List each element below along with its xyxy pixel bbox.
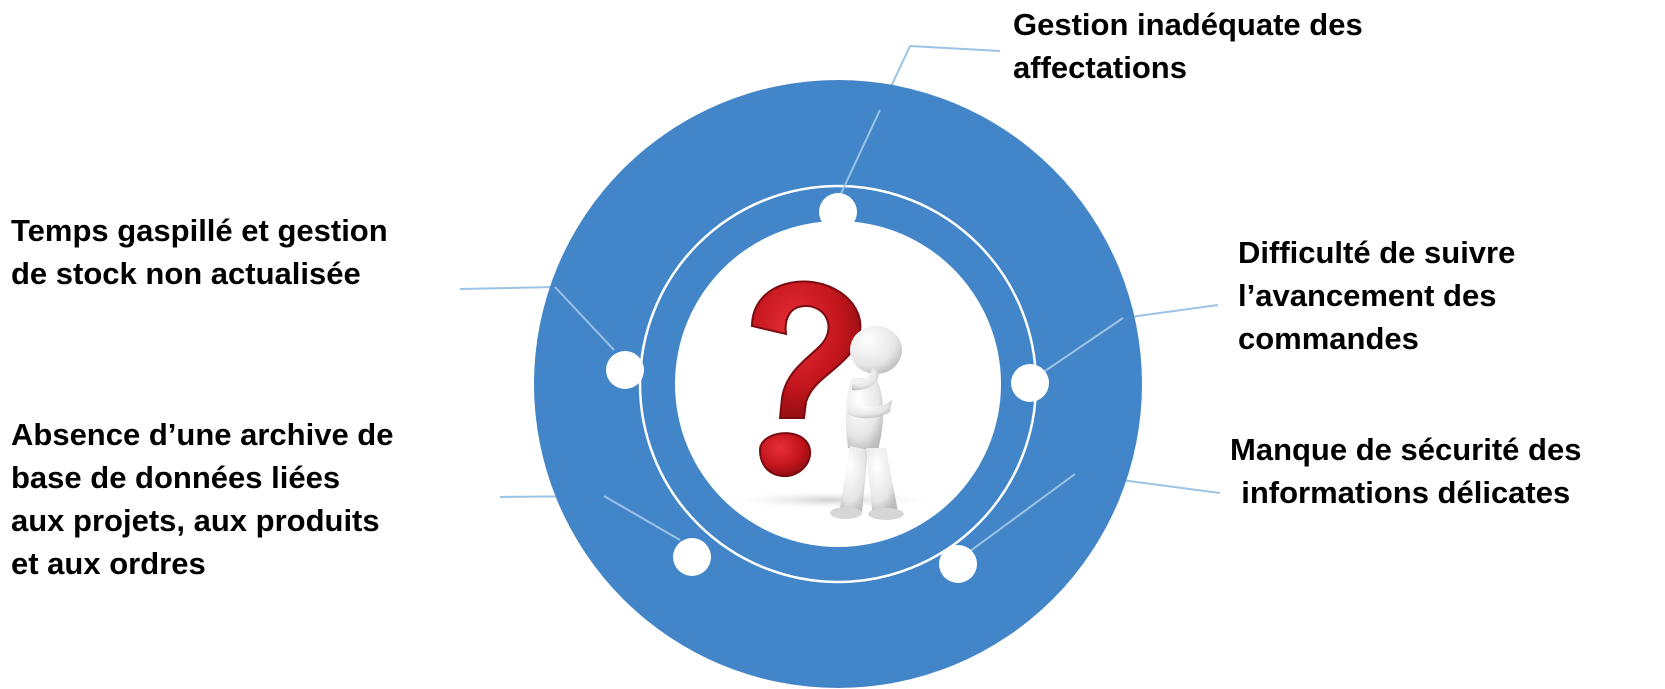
label-suivi-commandes: Difficulté de suivre l’avancement des co… <box>1238 231 1515 360</box>
label-line: Gestion inadéquate des <box>1013 7 1363 42</box>
person-arm-folded <box>848 400 892 419</box>
label-line: Temps gaspillé et gestion <box>11 213 388 248</box>
thinking-person <box>830 326 904 520</box>
person-leg-left <box>840 446 868 512</box>
label-line: commandes <box>1238 321 1419 356</box>
label-line: affectations <box>1013 50 1187 85</box>
question-mark-icon <box>750 280 862 419</box>
orbit-nodes <box>606 193 1049 583</box>
label-line: Manque de sécurité des <box>1230 432 1582 467</box>
question-mark-dot <box>758 432 811 478</box>
label-line: et aux ordres <box>11 546 206 581</box>
person-foot-right <box>868 508 904 520</box>
person-leg-right <box>866 448 898 512</box>
label-affectations: Gestion inadéquate des affectations <box>1013 3 1363 89</box>
person-foot-left <box>830 507 862 519</box>
person-arm <box>852 368 879 391</box>
label-line: Difficulté de suivre <box>1238 235 1516 270</box>
question-mark-thinking-person-icon <box>720 280 940 520</box>
node-top <box>819 193 857 231</box>
label-absence-archive: Absence d’une archive de base de données… <box>11 413 393 585</box>
label-line: base de données liées <box>11 460 341 495</box>
inner-disc <box>675 221 1001 547</box>
label-securite-informations: Manque de sécurité des informations déli… <box>1230 428 1581 514</box>
node-right-upper <box>1011 364 1049 402</box>
label-line: l’avancement des <box>1238 278 1497 313</box>
node-left-upper <box>606 351 644 389</box>
label-temps-gaspille: Temps gaspillé et gestion de stock non a… <box>11 209 388 295</box>
person-head <box>850 326 902 374</box>
node-left-lower <box>673 538 711 576</box>
label-line: informations délicates <box>1241 475 1571 510</box>
label-line: Absence d’une archive de <box>11 417 394 452</box>
label-line: aux projets, aux produits <box>11 503 380 538</box>
floor-shadow <box>720 490 940 510</box>
label-line: de stock non actualisée <box>11 256 361 291</box>
node-right-lower <box>939 545 977 583</box>
